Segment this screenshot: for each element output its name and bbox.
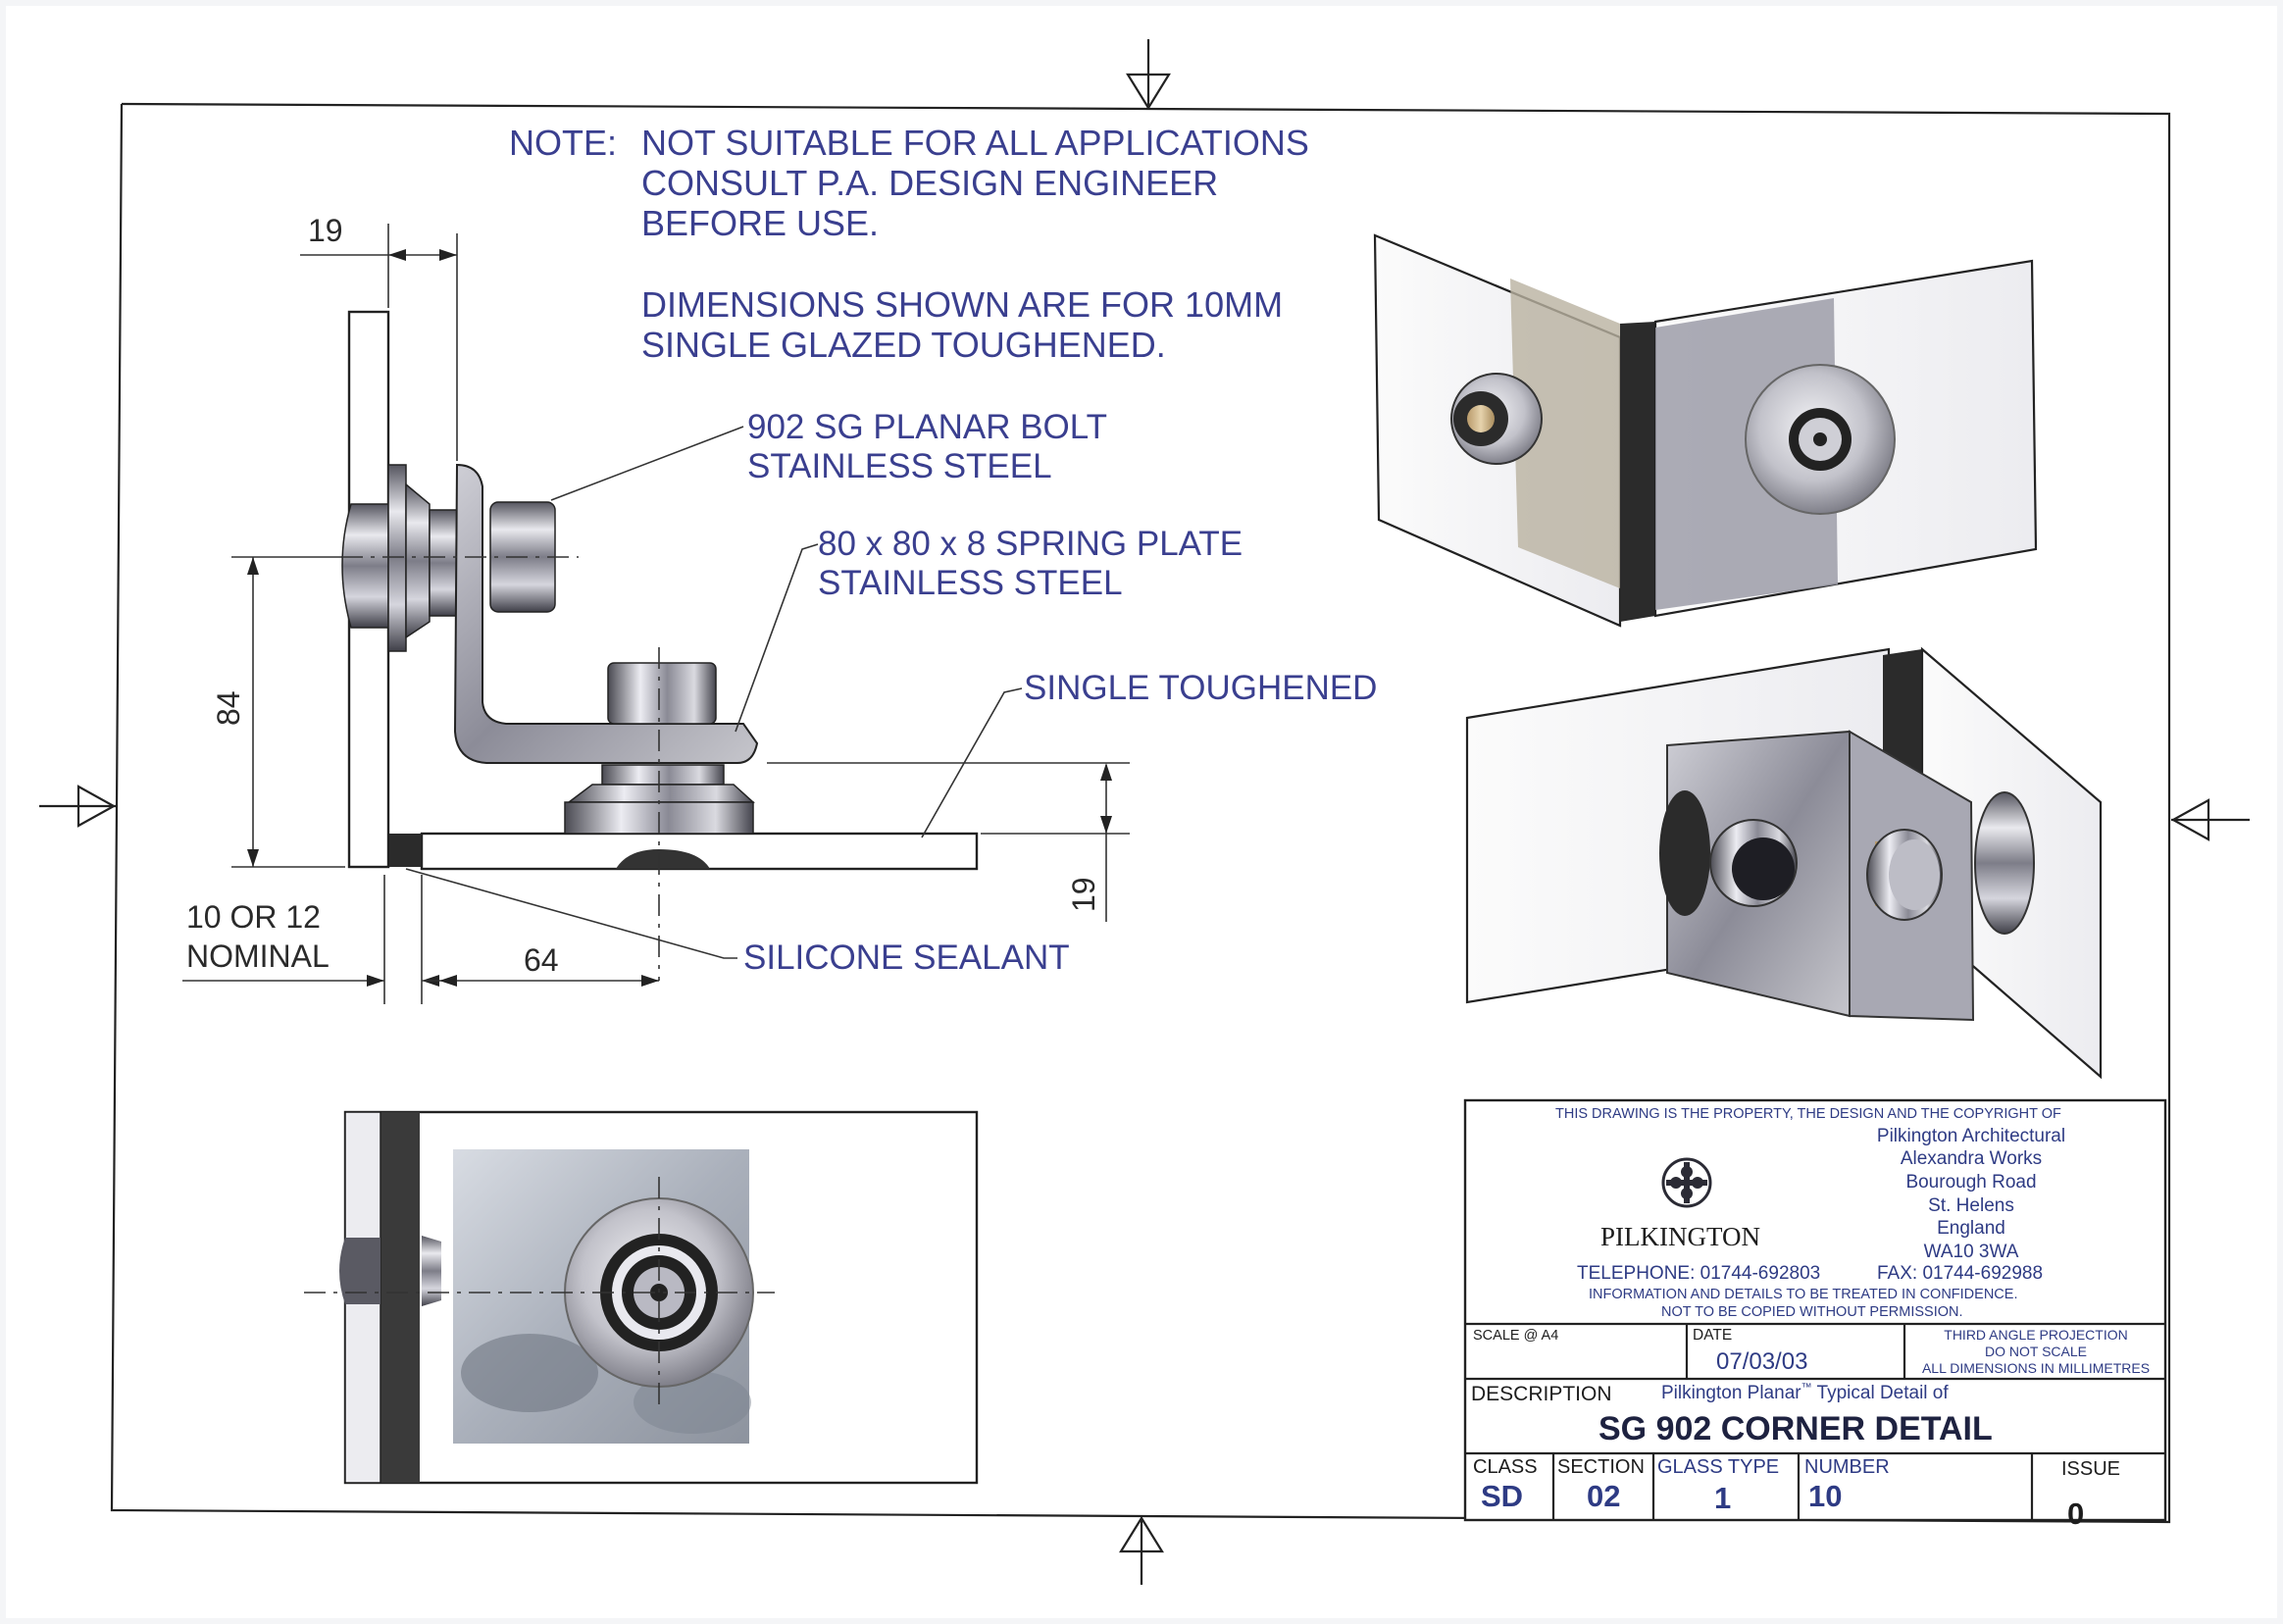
tb-telephone: TELEPHONE: 01744-692803	[1577, 1263, 1820, 1284]
tb-section-value: 02	[1587, 1479, 1620, 1513]
drawing-frame	[110, 102, 2171, 1524]
silicone-sealant	[389, 834, 422, 867]
tb-description-label: DESCRIPTION	[1471, 1383, 1612, 1405]
dim-19-top-text: 19	[308, 213, 343, 248]
centering-mark-top	[1126, 39, 1171, 111]
dim-84-text: 84	[211, 690, 246, 726]
dimension-64: 64	[422, 942, 659, 987]
pilkington-logo: PILKINGTON	[1600, 1157, 1760, 1251]
note-line-3: BEFORE USE.	[641, 203, 879, 243]
tb-glass-type-value: 1	[1714, 1481, 1731, 1515]
centering-mark-left	[39, 785, 118, 828]
tb-glass-type-label: GLASS TYPE	[1657, 1456, 1779, 1478]
label-bolt-line-2: STAINLESS STEEL	[747, 447, 1052, 485]
tb-confidential-line-1: INFORMATION AND DETAILS TO BE TREATED IN…	[1589, 1287, 2017, 1302]
tb-number-value: 10	[1808, 1479, 1842, 1513]
tb-property-line: THIS DRAWING IS THE PROPERTY, THE DESIGN…	[1555, 1106, 2061, 1122]
tb-address-line-1: Pilkington Architectural	[1877, 1126, 2065, 1146]
dimension-19-top: 19	[300, 213, 458, 461]
tb-projection-line-3: ALL DIMENSIONS IN MILLIMETRES	[1922, 1360, 2150, 1376]
dims-note-line-2: SINGLE GLAZED TOUGHENED.	[641, 325, 1166, 365]
tb-class-label: CLASS	[1473, 1456, 1538, 1478]
tb-date-value: 07/03/03	[1716, 1348, 1807, 1375]
bolt-horizontal	[564, 662, 755, 869]
isometric-view-rear	[1465, 646, 2103, 1080]
note-line-1: NOT SUITABLE FOR ALL APPLICATIONS	[641, 123, 1309, 163]
tb-date-label: DATE	[1693, 1327, 1732, 1344]
section-view: 19 84 10 OR 12 NOMINAL 64	[182, 213, 1377, 1004]
centering-mark-bottom	[1119, 1515, 1164, 1585]
tb-section-label: SECTION	[1557, 1456, 1645, 1478]
tb-address-line-6: WA10 3WA	[1924, 1242, 2019, 1262]
tb-number-label: NUMBER	[1804, 1456, 1890, 1478]
tb-description-sub: Pilkington Planar™ Typical Detail of	[1661, 1382, 1949, 1403]
dimension-10-12: 10 OR 12 NOMINAL	[182, 875, 439, 1004]
label-plate-line-2: STAINLESS STEEL	[818, 564, 1123, 602]
tb-address-line-4: St. Helens	[1928, 1195, 2014, 1216]
dim-10-12-line-2: NOMINAL	[186, 939, 330, 974]
tb-class-value: SD	[1481, 1479, 1523, 1513]
label-bolt-line-1: 902 SG PLANAR BOLT	[747, 408, 1107, 446]
tb-issue-label: ISSUE	[2061, 1458, 2120, 1480]
centering-mark-right	[2170, 798, 2250, 841]
note-label: NOTE:	[509, 123, 617, 163]
isometric-view-front	[1373, 233, 2038, 628]
label-sealant: SILICONE SEALANT	[743, 939, 1070, 977]
tb-address-line-2: Alexandra Works	[1901, 1148, 2042, 1169]
note-line-2: CONSULT P.A. DESIGN ENGINEER	[641, 163, 1218, 203]
tb-issue-value: 0	[2067, 1497, 2084, 1531]
tb-fax: FAX: 01744-692988	[1877, 1263, 2043, 1284]
notes-block: NOTE: NOT SUITABLE FOR ALL APPLICATIONS …	[509, 123, 1309, 365]
dim-10-12-line-1: 10 OR 12	[186, 899, 321, 935]
tb-projection-line-2: DO NOT SCALE	[1985, 1344, 2087, 1359]
plan-view	[304, 1110, 979, 1485]
dim-19-right-text: 19	[1066, 877, 1101, 912]
label-glass: SINGLE TOUGHENED	[1024, 669, 1377, 707]
title-block: THIS DRAWING IS THE PROPERTY, THE DESIGN…	[1463, 1098, 2167, 1531]
tb-projection-line-1: THIRD ANGLE PROJECTION	[1944, 1327, 2127, 1343]
tb-scale-label: SCALE @ A4	[1473, 1328, 1558, 1344]
dimension-84: 84	[211, 556, 345, 868]
label-plate-line-1: 80 x 80 x 8 SPRING PLATE	[818, 525, 1243, 563]
tb-company-logo-text: PILKINGTON	[1600, 1222, 1760, 1251]
tb-description-title: SG 902 CORNER DETAIL	[1598, 1410, 1993, 1447]
spring-plate	[453, 463, 759, 764]
dims-note-line-1: DIMENSIONS SHOWN ARE FOR 10MM	[641, 284, 1283, 325]
tb-address-line-5: England	[1937, 1218, 2005, 1239]
dim-64-text: 64	[524, 942, 559, 978]
dimension-19-right: 19	[767, 762, 1130, 922]
tb-confidential-line-2: NOT TO BE COPIED WITHOUT PERMISSION.	[1661, 1304, 1963, 1320]
tb-address-line-3: Bourough Road	[1905, 1172, 2036, 1193]
